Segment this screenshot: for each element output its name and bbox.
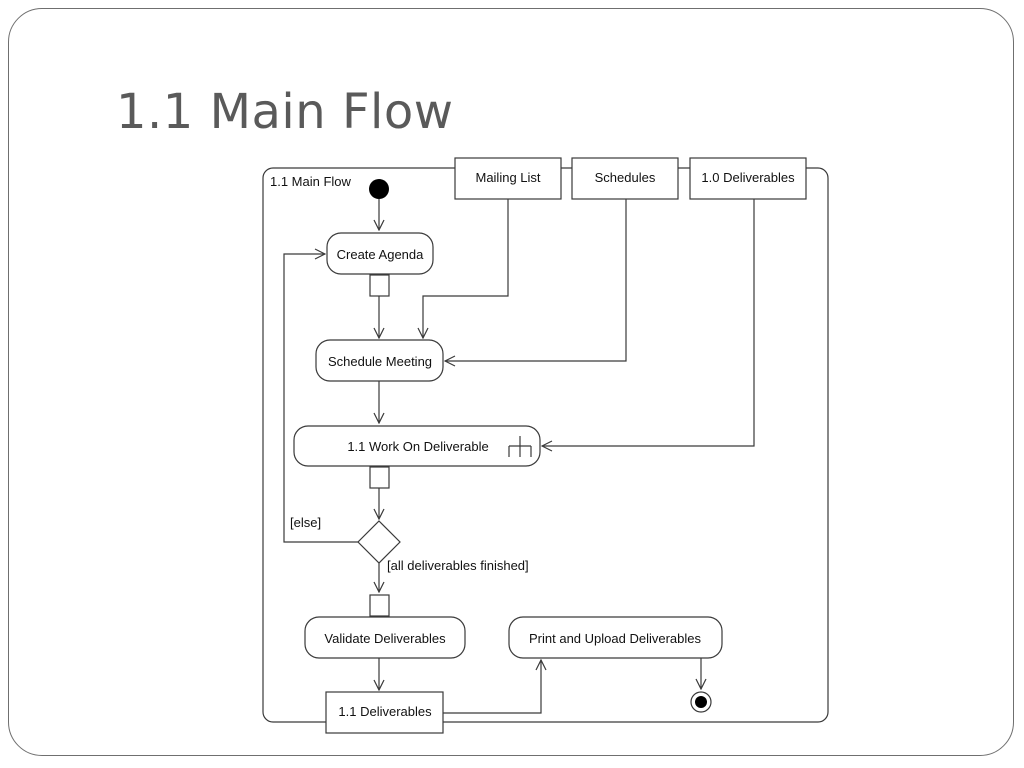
action-print-upload-deliverables[interactable] bbox=[508, 616, 723, 659]
guard-all-deliverables-finished: [all deliverables finished] bbox=[387, 558, 529, 573]
flow-schedules-to-schedule-meeting bbox=[445, 199, 627, 361]
initial-node bbox=[369, 179, 389, 199]
final-node bbox=[690, 691, 712, 713]
input-pin-validate-deliverables bbox=[369, 594, 390, 617]
flow-mailing-list-to-schedule-meeting bbox=[423, 199, 509, 338]
flow-deliverables-1-0-to-work-on-deliverable bbox=[542, 199, 755, 446]
action-print-upload-deliverables-label: Print and Upload Deliverables bbox=[529, 631, 701, 646]
output-pin-work-on-deliverable bbox=[369, 466, 390, 489]
slide-title: 1.1 Main Flow bbox=[116, 84, 454, 140]
action-work-on-deliverable[interactable] bbox=[293, 425, 541, 467]
action-validate-deliverables[interactable] bbox=[304, 616, 466, 659]
output-pin-create-agenda bbox=[369, 274, 390, 297]
object-node-mailing-list-label: Mailing List bbox=[475, 170, 540, 185]
action-work-on-deliverable-label: 1.1 Work On Deliverable bbox=[347, 439, 488, 454]
object-node-deliverables-1-0-label: 1.0 Deliverables bbox=[701, 170, 795, 185]
object-node-mailing-list[interactable] bbox=[454, 157, 562, 200]
flow-else-to-create-agenda bbox=[283, 254, 358, 543]
object-node-deliverables-1-0[interactable] bbox=[689, 157, 807, 200]
object-node-deliverables-1-1[interactable] bbox=[325, 691, 444, 734]
action-schedule-meeting-label: Schedule Meeting bbox=[328, 354, 432, 369]
activity-frame-label: 1.1 Main Flow bbox=[270, 174, 352, 189]
action-create-agenda-label: Create Agenda bbox=[337, 247, 425, 262]
object-node-schedules[interactable] bbox=[571, 157, 679, 200]
object-node-deliverables-1-1-label: 1.1 Deliverables bbox=[338, 704, 432, 719]
action-create-agenda[interactable] bbox=[326, 232, 434, 275]
call-behavior-icon bbox=[508, 436, 532, 457]
object-node-schedules-label: Schedules bbox=[595, 170, 656, 185]
guard-else: [else] bbox=[290, 515, 321, 530]
flow-deliverables-1-1-to-print-upload bbox=[443, 660, 541, 714]
action-validate-deliverables-label: Validate Deliverables bbox=[324, 631, 446, 646]
